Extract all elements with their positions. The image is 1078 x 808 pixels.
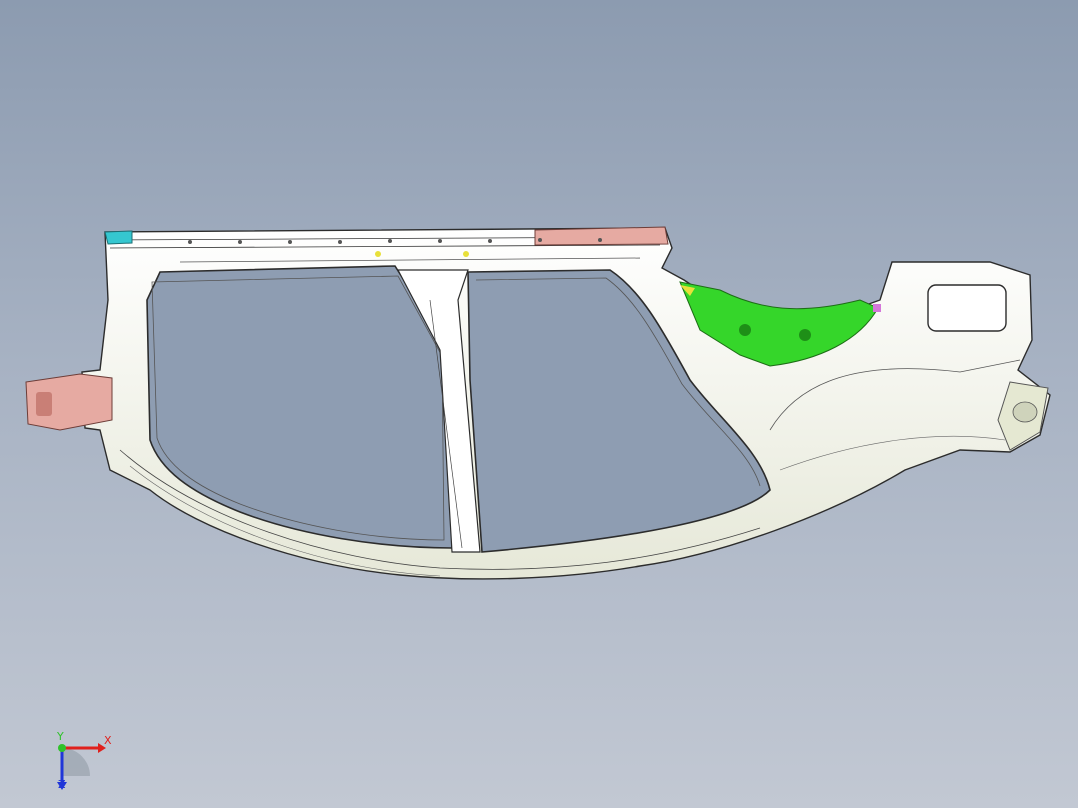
marker-yellow-3 — [680, 285, 695, 296]
marker-yellow-1 — [375, 251, 381, 257]
orientation-triad — [57, 743, 106, 790]
front-door-inner-flange — [151, 275, 445, 541]
roof-rail-line-3 — [179, 257, 641, 263]
triad-z-label: Z — [58, 778, 66, 791]
bracket-hole-2 — [799, 329, 811, 341]
b-pillar-line — [429, 299, 463, 549]
rear-window-opening — [927, 284, 1007, 332]
front-bracket-slot — [36, 392, 52, 416]
roof-rail-line-2 — [109, 244, 661, 249]
b-pillar — [397, 269, 481, 553]
quarter-panel-curve — [769, 359, 1021, 431]
roof-end-cap-pink — [534, 226, 669, 246]
front-door-opening — [146, 265, 453, 549]
triad-x-label: X — [104, 734, 112, 747]
marker-yellow-2 — [463, 251, 469, 257]
sill-line-1 — [119, 449, 761, 570]
rear-light-hole — [1012, 401, 1038, 423]
roof-rail-holes — [188, 238, 602, 244]
front-corner-cyan — [104, 230, 133, 245]
clip-magenta — [873, 304, 881, 312]
bracket-hole-1 — [739, 324, 751, 336]
rear-door-inner-flange — [475, 277, 761, 487]
quarter-panel-curve-2 — [779, 435, 1006, 471]
rear-door-opening — [467, 269, 771, 553]
triad-y-label: Y — [57, 730, 64, 743]
sill-line-2 — [129, 465, 441, 577]
